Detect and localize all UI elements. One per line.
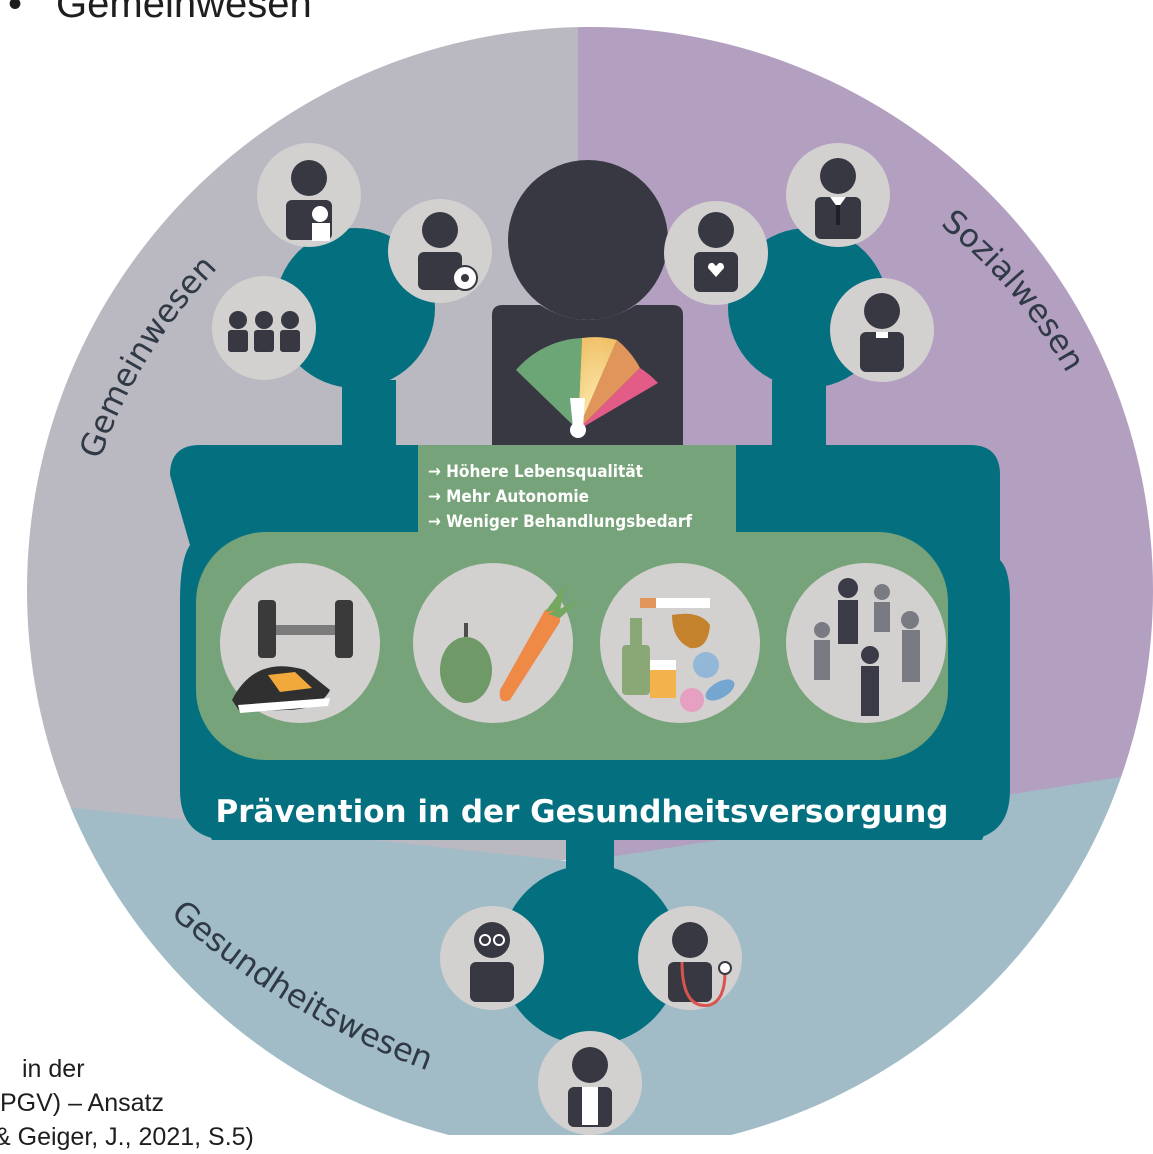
person-gauge-icon bbox=[492, 160, 683, 470]
doctor-stethoscope-icon bbox=[638, 906, 742, 1010]
gauge-yellow bbox=[578, 337, 617, 430]
parent-child-icon bbox=[257, 143, 361, 247]
benefits-box-bg bbox=[418, 445, 736, 535]
nurse-icon bbox=[538, 1031, 642, 1135]
addiction-icon bbox=[600, 563, 760, 723]
social-network-icon bbox=[786, 563, 946, 723]
priest-icon bbox=[830, 278, 934, 382]
caption-line-3: & Geiger, J., 2021, S.5) bbox=[0, 1123, 254, 1151]
center-head bbox=[508, 160, 668, 320]
gauge-needle bbox=[570, 398, 585, 428]
football-player-icon bbox=[388, 199, 492, 303]
gauge-pink bbox=[578, 368, 658, 430]
caption-line-2: PGV) – Ansatz bbox=[0, 1089, 164, 1117]
health-stem bbox=[566, 830, 614, 920]
slide-heading: • Gemeinwesen bbox=[8, 0, 312, 27]
group-icon bbox=[212, 276, 316, 380]
caption-line-1: in der bbox=[22, 1055, 85, 1083]
caregiver-heart-icon bbox=[664, 201, 768, 305]
benefit-2: → Mehr Autonomie bbox=[428, 487, 589, 507]
gauge-green bbox=[516, 338, 582, 430]
benefits-box: → Höhere Lebensqualität → Mehr Autonomie… bbox=[418, 445, 736, 535]
bullet-marker: • bbox=[8, 0, 23, 26]
fitness-icon bbox=[220, 563, 380, 723]
gauge-orange bbox=[578, 340, 640, 430]
elderly-glasses-icon bbox=[440, 906, 544, 1010]
band-base bbox=[206, 800, 987, 840]
health-hub bbox=[500, 865, 680, 1045]
nutrition-icon bbox=[413, 563, 580, 723]
businessman-icon bbox=[786, 143, 890, 247]
benefit-3: → Weniger Behandlungsbedarf bbox=[428, 512, 692, 532]
slide-heading-text: Gemeinwesen bbox=[56, 0, 312, 26]
prevention-band-title: Prävention in der Gesundheitsversorgung bbox=[216, 794, 949, 830]
benefit-1: → Höhere Lebensqualität bbox=[428, 462, 643, 482]
slide-caption: in der PGV) – Ansatz & Geiger, J., 2021,… bbox=[0, 1052, 400, 1154]
gauge-hub bbox=[570, 422, 586, 438]
